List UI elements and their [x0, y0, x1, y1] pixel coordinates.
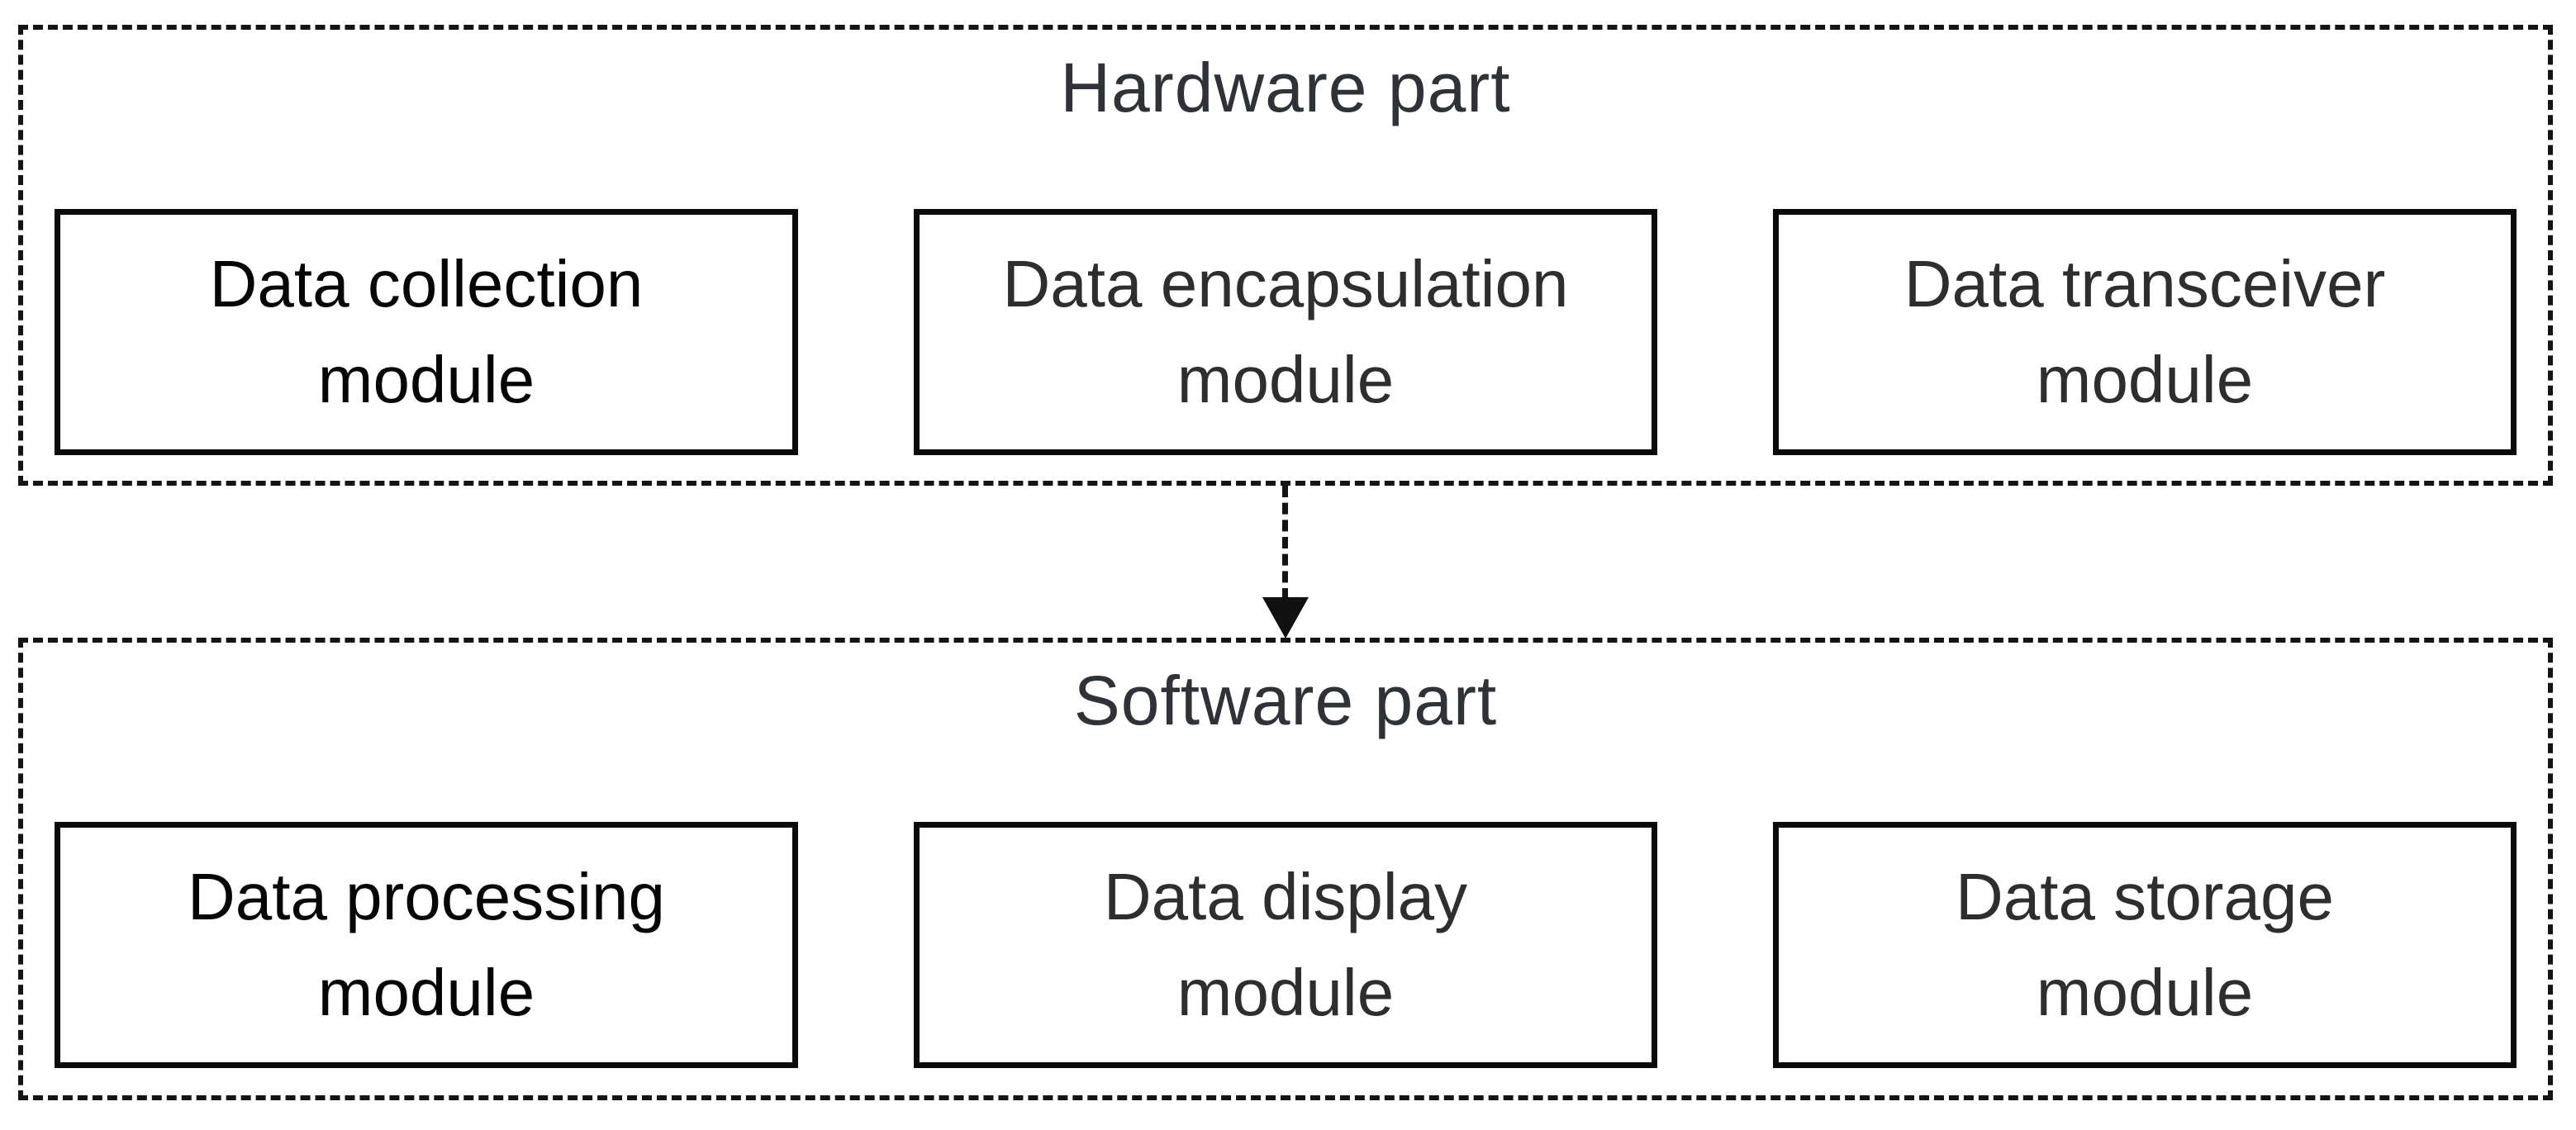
software-section-title: Software part	[1073, 662, 1498, 739]
box-data-storage-module: Data storage module	[1773, 822, 2517, 1068]
hardware-box-row: Data collection module Data encapsulatio…	[55, 209, 2517, 455]
box-data-transceiver-module: Data transceiver module	[1773, 209, 2517, 455]
box-label: Data transceiver module	[1903, 247, 2386, 416]
box-data-encapsulation-module: Data encapsulation module	[914, 209, 1657, 455]
box-label: Data storage module	[1955, 860, 2335, 1029]
box-data-processing-module: Data processing module	[55, 822, 798, 1068]
box-label: Data encapsulation module	[1002, 247, 1569, 416]
hardware-to-software-arrow-line	[1282, 486, 1288, 600]
box-data-collection-module: Data collection module	[55, 209, 798, 455]
hardware-section-title: Hardware part	[1060, 49, 1511, 126]
software-box-row: Data processing module Data display modu…	[55, 822, 2517, 1068]
box-label: Data processing module	[187, 860, 666, 1029]
box-data-display-module: Data display module	[914, 822, 1657, 1068]
box-label: Data display module	[1103, 860, 1468, 1029]
hardware-section: Hardware part Data collection module Dat…	[18, 25, 2553, 486]
box-label: Data collection module	[209, 247, 644, 416]
arrow-head-down-icon	[1262, 597, 1309, 639]
software-section: Software part Data processing module Dat…	[18, 638, 2553, 1100]
